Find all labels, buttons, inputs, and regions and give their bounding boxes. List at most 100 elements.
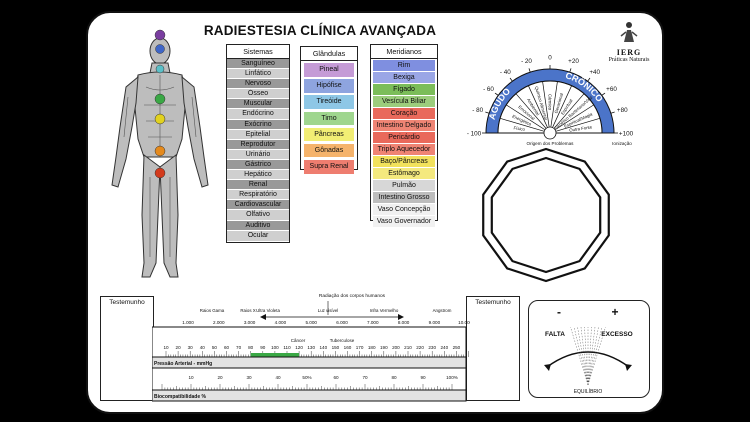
pressure-tick-label: 180 — [368, 345, 376, 350]
wavelength-tick: 4.000 — [275, 320, 287, 325]
bio-label: Biocompatibilidade % — [154, 394, 207, 400]
sistema-item[interactable]: Nervoso — [227, 79, 289, 90]
wavelength-tick: 6.000 — [336, 320, 348, 325]
dial-scale-label: +20 — [568, 58, 579, 65]
glandula-item[interactable]: Pâncreas — [304, 127, 354, 143]
pressure-tick-label: 40 — [200, 345, 206, 350]
meridiano-item[interactable]: Coração — [373, 108, 435, 120]
arrow-head-left — [260, 314, 266, 320]
testemunho-left-box[interactable]: Testemunho — [100, 296, 154, 401]
wavelength-tick: 7.000 — [367, 320, 379, 325]
balance-arrow-right — [625, 364, 632, 371]
sistema-item[interactable]: Renal — [227, 180, 289, 191]
sistema-item[interactable]: Epitelial — [227, 129, 289, 140]
glandula-item[interactable]: Timo — [304, 111, 354, 127]
sistema-item[interactable]: Endócrino — [227, 109, 289, 120]
wavelength-tick: 10.000 — [458, 320, 470, 325]
pressure-tick-label: 170 — [356, 345, 364, 350]
bio-tick-label: 30 — [246, 375, 252, 380]
sistema-item[interactable]: Ocular — [227, 230, 289, 241]
pressure-tick-label: 200 — [392, 345, 400, 350]
testemunho-right-box[interactable]: Testemunho — [466, 296, 520, 401]
meridiano-item[interactable]: Triplo Aquecedor — [373, 144, 435, 156]
dial-hub — [543, 126, 557, 140]
ruler-band-top — [152, 326, 467, 358]
bio-tick-label: 100% — [446, 375, 458, 380]
pressure-tick-label: 80 — [248, 345, 254, 350]
sistema-item[interactable]: Gástrico — [227, 159, 289, 171]
dial-sector-line — [515, 93, 547, 129]
dial-scale-tick — [610, 111, 615, 114]
wave-label: Angstrom — [433, 308, 452, 313]
page-title: RADIESTESIA CLÍNICA AVANÇADA — [203, 23, 437, 38]
dial-face — [497, 80, 603, 134]
glandula-item[interactable]: Tireóide — [304, 95, 354, 110]
glandula-item[interactable]: Hipófise — [304, 79, 354, 94]
sistema-item[interactable]: Ósseo — [227, 89, 289, 100]
origin-dial: AGUDOCRÔNICOFísicoEnergéticoEmocionalAmb… — [467, 55, 634, 147]
sistema-item[interactable]: Exócrino — [227, 119, 289, 130]
bio-tick-label: 50% — [302, 375, 311, 380]
sistema-item[interactable]: Linfático — [227, 69, 289, 80]
dial-scale-label: +40 — [589, 69, 600, 76]
cancer-label: Câncer — [291, 338, 306, 343]
pressure-tick-label: 190 — [380, 345, 388, 350]
balance-plus-sign: + — [611, 305, 618, 319]
dial-scale-tick — [494, 92, 499, 96]
dial-scale-tick — [601, 92, 606, 96]
sistema-item[interactable]: Muscular — [227, 99, 289, 110]
sistema-item[interactable]: Cardiovascular — [227, 200, 289, 211]
radionics-card: RADIESTESIA CLÍNICA AVANÇADA IERG Prátic… — [86, 11, 664, 414]
wavelength-tick: 3.000 — [244, 320, 256, 325]
meridiano-item[interactable]: Rim — [373, 60, 435, 72]
dial-sector-line — [554, 104, 594, 131]
meridiano-item[interactable]: Bexiga — [373, 72, 435, 84]
meridiano-item[interactable]: Baço/Pâncreas — [373, 156, 435, 168]
glandula-item[interactable]: Supra Renal — [304, 160, 354, 175]
radiation-label: Radiação dos corpos humanos — [319, 293, 386, 299]
bio-tick-label: 40 — [275, 375, 281, 380]
sistema-item[interactable]: Sanguíneo — [227, 59, 289, 70]
bio-tick-label: 10 — [188, 375, 194, 380]
meridiano-item[interactable]: Vaso Governador — [373, 216, 435, 228]
meridiano-item[interactable]: Fígado — [373, 84, 435, 96]
balance-ray — [580, 326, 589, 386]
balance-right-label: EXCESSO — [601, 331, 632, 338]
arrow-head-right — [398, 314, 404, 320]
pressure-tick-label: 160 — [344, 345, 352, 350]
meridiano-item[interactable]: Vesícula Biliar — [373, 96, 435, 108]
logo-initials: IERG — [616, 48, 642, 57]
pressure-tick-label: 230 — [428, 345, 436, 350]
glandula-item[interactable]: Gônadas — [304, 143, 354, 159]
sistema-item[interactable]: Hepático — [227, 170, 289, 181]
meridiano-item[interactable]: Pericárdio — [373, 132, 435, 144]
witness-octagon — [482, 147, 610, 283]
sistema-item[interactable]: Olfativo — [227, 210, 289, 221]
glandula-item[interactable]: Pineal — [304, 63, 354, 78]
meridiano-item[interactable]: Estômago — [373, 168, 435, 180]
meridiano-item[interactable]: Pulmão — [373, 180, 435, 192]
pressure-tick-label: 130 — [307, 345, 315, 350]
pressure-tick-label: 30 — [188, 345, 194, 350]
pressure-tick-label: 120 — [295, 345, 303, 350]
balance-center-label: EQUILÍBRIO — [574, 388, 603, 395]
sistema-item[interactable]: Urinário — [227, 149, 289, 160]
sistema-item[interactable]: Reprodutor — [227, 139, 289, 150]
pressure-tick-label: 140 — [319, 345, 327, 350]
meridiano-item[interactable]: Vaso Concepção — [373, 204, 435, 216]
sistema-item[interactable]: Respiratório — [227, 190, 289, 201]
dial-bottom-mid: Origem dos Problemas — [527, 141, 575, 146]
dial-scale-tick — [587, 77, 591, 82]
balance-arrow-left — [544, 364, 551, 371]
sistema-item[interactable]: Auditivo — [227, 220, 289, 231]
wavelength-tick: 8.000 — [398, 320, 410, 325]
balance-minus-sign: - — [557, 305, 561, 319]
wave-label: Luz visível — [318, 308, 339, 313]
meridiano-item[interactable]: Intestino Delgado — [373, 120, 435, 132]
meridiano-item[interactable]: Intestino Grosso — [373, 192, 435, 204]
dial-sector-label: Geracional — [553, 93, 564, 114]
